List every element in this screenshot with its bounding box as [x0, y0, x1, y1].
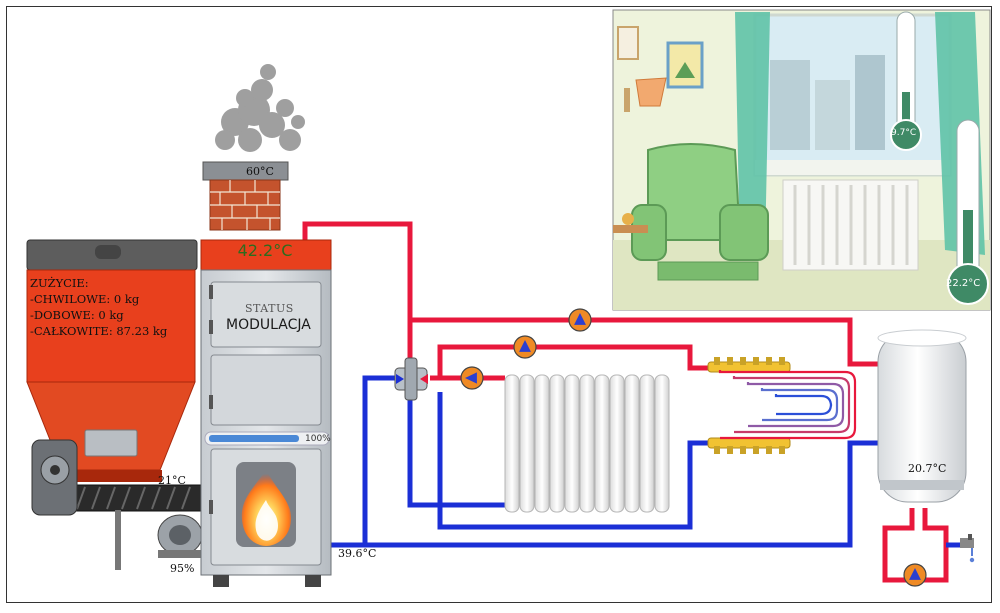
manifold-valve — [766, 446, 772, 454]
chimney-temperature-readout: 60°C — [246, 165, 274, 178]
return-pipe-radiator — [407, 392, 505, 508]
window-sill — [755, 160, 950, 175]
floor-heating-loop — [732, 376, 851, 434]
manifold-valve — [727, 446, 733, 454]
curtain-left — [735, 12, 770, 255]
pump-radiator-icon — [460, 366, 484, 390]
boiler-status-label: STATUS — [245, 302, 294, 315]
room-radiator — [782, 179, 919, 271]
floor-heating-loop — [760, 388, 839, 422]
manifold-valve — [714, 357, 720, 365]
flame-icon — [236, 462, 296, 547]
radiator-fin — [624, 374, 640, 513]
radiator-fin — [579, 374, 595, 513]
chimney — [202, 161, 289, 231]
armchair-arm — [719, 204, 769, 261]
boiler-door-middle — [210, 354, 322, 426]
fan-level-readout: 95% — [170, 562, 195, 575]
radiator — [504, 374, 670, 513]
window-building — [815, 80, 850, 150]
boiler-mode-readout: MODULACJA — [226, 317, 311, 333]
radiator-fin — [504, 374, 520, 513]
manifold-valve — [714, 446, 720, 454]
side-table — [613, 225, 648, 233]
boiler-progress-label: 100% — [305, 434, 331, 444]
lamp-mount — [624, 88, 630, 112]
manifold-valve — [753, 446, 759, 454]
boiler-progress-bar — [204, 431, 330, 446]
fuel-usage-panel: ZUŻYCIE: -CHWILOWE: 0 kg -DOBOWE: 0 kg -… — [30, 275, 167, 339]
usage-current: -CHWILOWE: 0 kg — [30, 292, 140, 306]
radiator-fin — [549, 374, 565, 513]
manifold-valve — [766, 357, 772, 365]
outdoor-thermometer — [890, 11, 922, 151]
return-pipe-tank — [365, 440, 885, 548]
supply-pipe-main — [302, 221, 413, 370]
mixing-valve — [394, 357, 428, 401]
radiator-fin — [519, 374, 535, 513]
radiator-fin — [564, 374, 580, 513]
outdoor-temperature-readout: 9.7°C — [891, 128, 917, 138]
indoor-temperature-readout: 22.2°C — [946, 278, 981, 289]
pump-floor-icon — [513, 335, 537, 359]
diagram-frame — [6, 6, 992, 603]
smoke-icon — [215, 64, 305, 152]
manifold-valve — [727, 357, 733, 365]
window-building — [855, 55, 885, 150]
manifold-valve — [779, 446, 785, 454]
radiator-fin — [594, 374, 610, 513]
faucet-icon — [960, 534, 975, 563]
manifold-valve — [753, 357, 759, 365]
pump-dhw-icon — [903, 563, 927, 587]
floor-heating-loop — [746, 382, 845, 428]
radiator-fin — [654, 374, 670, 513]
tank-temperature-readout: 20.7°C — [908, 462, 947, 475]
usage-title: ZUŻYCIE: — [30, 276, 89, 290]
manifold-valve — [779, 357, 785, 365]
floor-heating-manifold — [707, 357, 857, 454]
return-pipe-main — [330, 375, 395, 548]
supply-pipe-tank — [410, 317, 885, 367]
boiler-temperature-readout: 42.2°C — [237, 241, 293, 260]
radiator-fin — [534, 374, 550, 513]
supply-pipe-floor — [437, 344, 712, 380]
return-pipe-floor — [437, 392, 712, 530]
manifold-valve — [740, 446, 746, 454]
indoor-thermometer — [947, 119, 989, 305]
armchair — [647, 143, 742, 241]
wall-picture-small — [617, 26, 639, 60]
radiator-fin — [639, 374, 655, 513]
pump-tank-icon — [568, 308, 592, 332]
radiator-fin — [609, 374, 625, 513]
armchair-seat — [657, 261, 759, 281]
boiler — [200, 239, 332, 587]
window-building — [770, 60, 810, 150]
picture-tree-icon — [675, 62, 695, 78]
blower-fan — [157, 514, 203, 558]
return-temperature-readout: 39.6°C — [338, 547, 377, 560]
usage-total: -CAŁKOWITE: 87.23 kg — [30, 324, 168, 338]
wall-lamp — [635, 77, 667, 107]
yarn-ball — [622, 213, 634, 225]
boiler-door-top — [210, 281, 322, 348]
usage-daily: -DOBOWE: 0 kg — [30, 308, 124, 322]
floor-heating-loop — [718, 370, 857, 440]
auger-feeder — [31, 439, 211, 570]
manifold-valve — [740, 357, 746, 365]
feeder-temperature-readout: 21°C — [158, 474, 186, 487]
water-tank — [877, 329, 967, 503]
floor-heating-loop — [774, 394, 833, 416]
